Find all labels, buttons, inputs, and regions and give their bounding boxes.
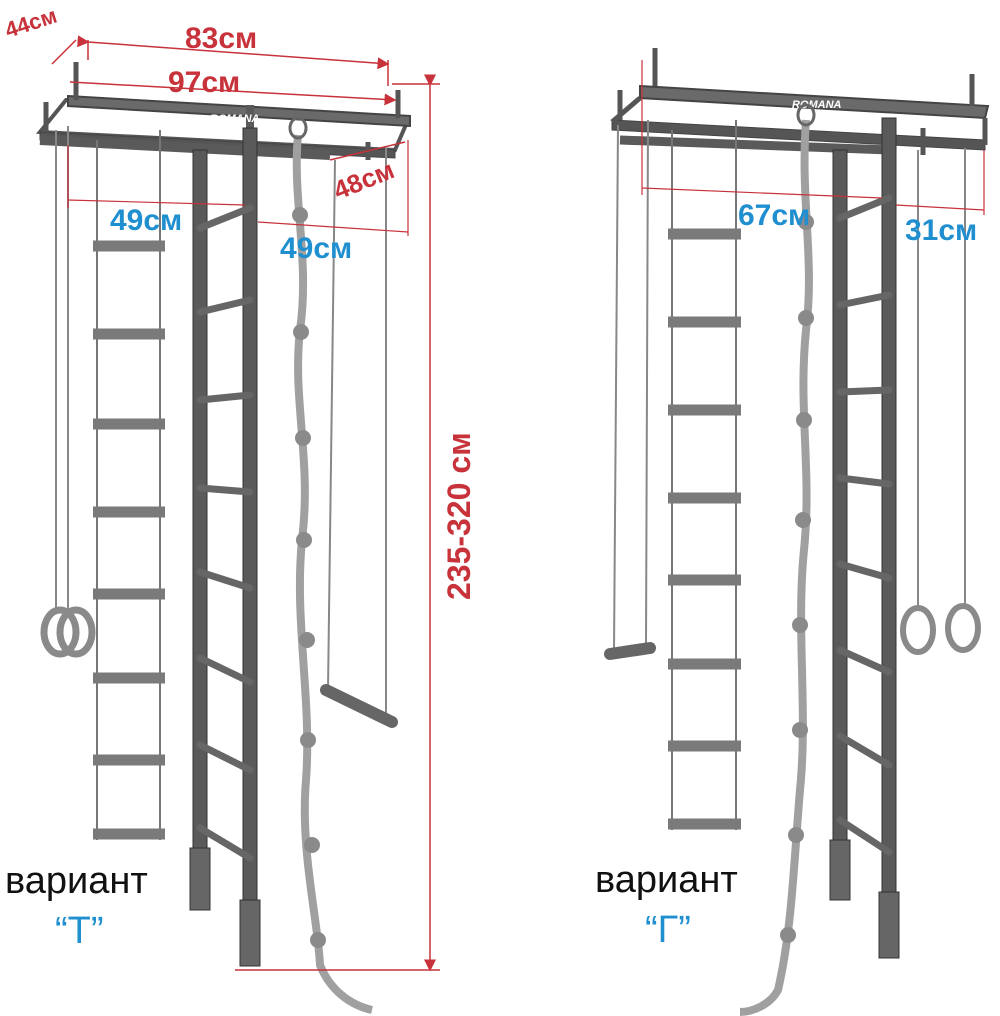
- variant-t-structure: ROMANA: [2, 3, 477, 1014]
- dim-right-span: 49см: [280, 232, 352, 265]
- dim-width-inner: 83см: [185, 22, 257, 55]
- post-foot-left: [189, 847, 211, 911]
- dimension-lines-span: [67, 140, 409, 236]
- variant-label-right: вариант: [595, 859, 738, 901]
- dim-left-span: 49см: [110, 204, 182, 237]
- climbing-rope-icon: [739, 103, 816, 1016]
- gymnastic-rings-icon: [900, 148, 981, 655]
- rope-ladder-icon: [93, 130, 165, 840]
- wall-bar-post-right: [242, 127, 258, 967]
- post-foot-left-right: [829, 839, 851, 901]
- variant-letter-right: “Г”: [645, 909, 691, 951]
- dim-depth-side: 48см: [329, 154, 398, 205]
- dim-main-span: 67см: [738, 199, 810, 232]
- wall-bar-post-left-right: [832, 149, 848, 901]
- wall-bar-post-right-right: [881, 117, 897, 959]
- wall-bar-rungs-right: [836, 194, 893, 856]
- top-frame: [35, 62, 411, 160]
- dim-side-span: 31см: [905, 214, 977, 247]
- brand-label-right: ROMANA: [792, 99, 842, 111]
- wall-bar-rungs: [196, 204, 254, 862]
- climbing-rope-icon: [288, 116, 374, 1014]
- dimension-lines-left: [51, 35, 440, 972]
- rope-ladder-icon: [668, 120, 741, 830]
- dimension-lines-right: [641, 60, 985, 215]
- variant-label-left: вариант: [5, 860, 148, 902]
- wall-bar-post-left: [192, 149, 208, 911]
- post-foot-right: [239, 899, 261, 967]
- trapeze-bar-icon: [320, 148, 398, 728]
- variant-g-structure: ROMANA: [595, 48, 990, 1016]
- post-foot-right-right: [878, 891, 900, 959]
- dim-height: 235-320 см: [441, 432, 477, 600]
- dim-width-outer: 97см: [168, 66, 240, 99]
- dim-depth-top: 44см: [2, 3, 60, 43]
- variant-letter-left: “Т”: [55, 910, 104, 952]
- trapeze-bar-icon: [604, 119, 656, 660]
- brand-label: ROMANA: [210, 113, 260, 125]
